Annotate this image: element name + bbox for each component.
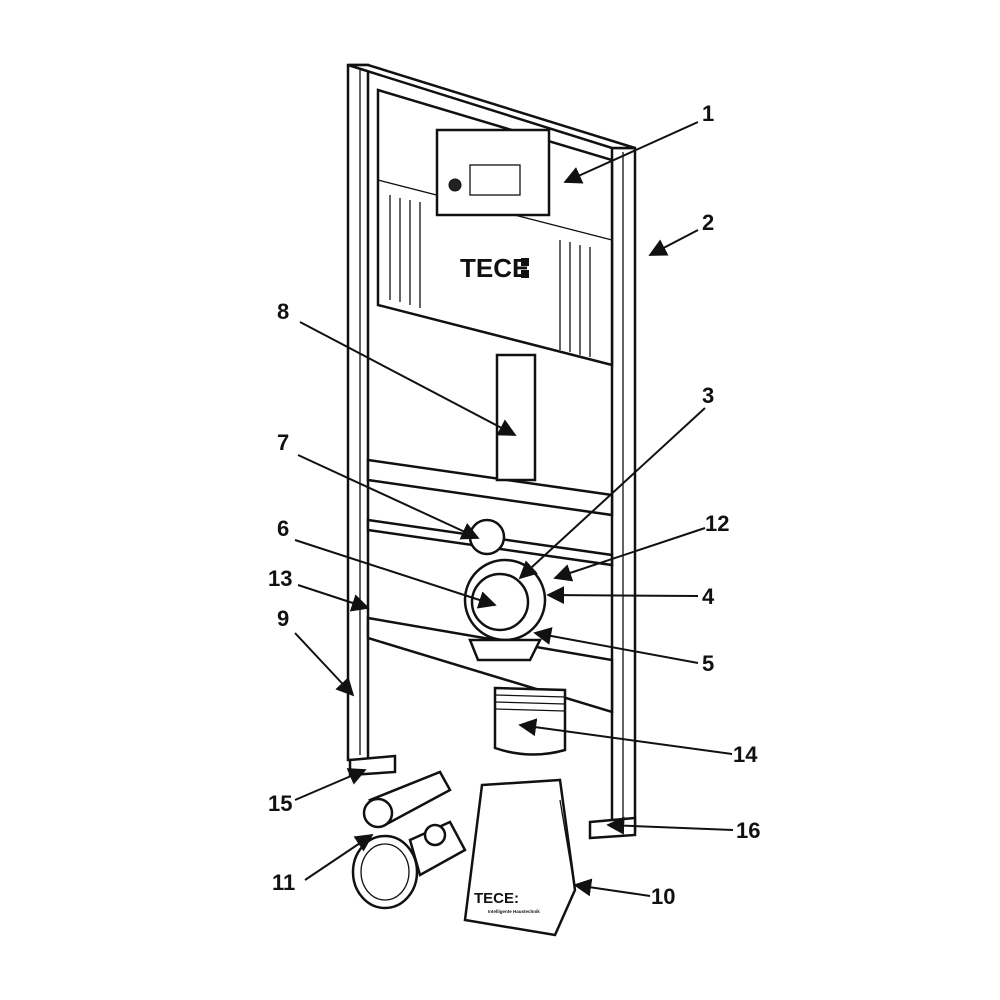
callout-13: 13 (268, 566, 292, 591)
leader-lines (294, 121, 734, 897)
top-rail (347, 63, 636, 150)
callout-11: 11 (272, 870, 295, 895)
callout-9: 9 (277, 606, 289, 631)
callout-labels: 1 2 3 4 5 6 7 8 9 10 11 12 13 14 15 16 (268, 101, 760, 909)
callout-6: 6 (277, 516, 289, 541)
actuator-plate-mount (435, 128, 551, 217)
left-foot (348, 754, 397, 777)
tece-logo: TECE (460, 253, 529, 283)
callout-15: 15 (268, 791, 292, 816)
callout-16: 16 (736, 818, 760, 843)
callout-7: 7 (277, 430, 289, 455)
callout-3: 3 (702, 383, 714, 408)
right-foot (588, 816, 637, 840)
upper-crossbar (366, 458, 614, 517)
cistern: TECE (376, 88, 614, 367)
callout-14: 14 (733, 742, 758, 767)
left-upright (346, 63, 370, 762)
callout-8: 8 (277, 299, 289, 324)
connection-set (351, 770, 467, 910)
bag-logo: TECE: (474, 890, 519, 907)
drain-pipe (493, 686, 567, 756)
drain-bracket (468, 638, 543, 662)
bag-tagline: Intelligente Haustechnik (488, 909, 540, 914)
callout-10: 10 (651, 884, 675, 909)
accessory-bag: TECE: Intelligente Haustechnik (463, 778, 577, 937)
callout-1: 1 (702, 101, 714, 126)
callout-2: 2 (702, 210, 714, 235)
callout-5: 5 (702, 651, 714, 676)
flush-pipe (495, 353, 537, 482)
callout-12: 12 (705, 511, 729, 536)
callout-4: 4 (702, 584, 715, 609)
